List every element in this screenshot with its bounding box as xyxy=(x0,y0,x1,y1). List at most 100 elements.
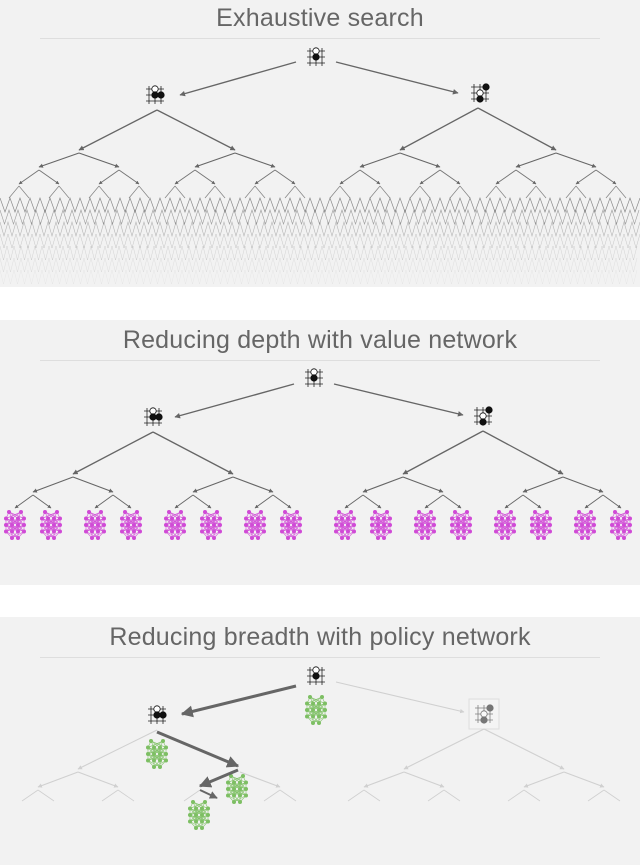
selected-edge xyxy=(180,684,297,718)
selected-edge xyxy=(156,730,240,768)
value-network-icon xyxy=(40,510,62,540)
tree-edge xyxy=(174,185,186,199)
go-board-icon xyxy=(146,85,165,104)
tree-edge xyxy=(38,169,60,185)
tree-edge xyxy=(152,431,234,475)
tree-edge xyxy=(399,107,479,151)
tree-edge xyxy=(18,169,40,185)
pruned-edge xyxy=(523,771,565,788)
policy-network-icon xyxy=(226,774,248,804)
tree-edge xyxy=(32,494,52,509)
tree-edge xyxy=(214,185,226,199)
tree-edge xyxy=(522,494,542,509)
panel-title-value-network: Reducing depth with value network xyxy=(122,326,518,354)
tree-edge xyxy=(602,494,622,509)
tree-edge xyxy=(495,185,507,199)
panel-title-policy-network: Reducing breadth with policy network xyxy=(109,623,531,651)
panel-title-exhaustive-search: Exhaustive search xyxy=(216,4,424,32)
tree-edge xyxy=(359,152,401,168)
search-tree-level-9 xyxy=(0,245,638,261)
tree-edge xyxy=(459,185,471,199)
policy-network-tree xyxy=(21,666,621,830)
go-board-icon xyxy=(471,83,490,103)
value-network-icon xyxy=(200,510,222,540)
exhaustive-search-panel: Exhaustive search xyxy=(0,0,640,287)
tree-edge xyxy=(254,185,266,199)
value-network-icon xyxy=(610,510,632,540)
go-board-icon xyxy=(307,666,325,685)
pruned-edge xyxy=(403,728,485,770)
tree-edge xyxy=(32,476,74,493)
tree-edge xyxy=(439,169,461,185)
search-tree-level-8 xyxy=(0,233,640,249)
pruned-edge xyxy=(183,789,201,802)
pruned-edge xyxy=(335,681,465,714)
tree-edge xyxy=(359,169,381,185)
tree-edge xyxy=(38,152,80,168)
tree-edge xyxy=(362,494,382,509)
pruned-edge xyxy=(523,789,541,802)
tree-edge xyxy=(515,152,557,168)
pruned-edge xyxy=(587,789,605,802)
pruned-edge xyxy=(77,729,158,770)
tree-edge xyxy=(164,185,176,199)
tree-edge xyxy=(515,169,537,185)
tree-edge xyxy=(399,152,441,168)
tree-edge xyxy=(379,185,391,199)
pruned-edge xyxy=(483,728,565,770)
tree-edge xyxy=(14,494,34,509)
tree-edge xyxy=(477,107,557,151)
value-network-icon xyxy=(574,510,596,540)
tree-edge xyxy=(72,431,154,475)
tree-edge xyxy=(402,476,444,493)
pruned-edge xyxy=(101,789,119,802)
search-tree-level-5 xyxy=(0,196,640,214)
tree-edge xyxy=(424,494,444,509)
tree-edge xyxy=(88,185,100,199)
tree-edge xyxy=(504,494,524,509)
search-tree-level-10 xyxy=(0,257,638,273)
tree-edge xyxy=(244,185,256,199)
pruned-edge xyxy=(363,771,405,788)
search-tree-level-11 xyxy=(0,269,638,285)
value-network-icon xyxy=(494,510,516,540)
tree-edge xyxy=(575,169,597,185)
tree-edge xyxy=(174,494,194,509)
tree-edge xyxy=(112,494,132,509)
selected-edge xyxy=(199,789,218,799)
tree-edge xyxy=(98,185,110,199)
tree-edge xyxy=(194,152,236,168)
tree-edge xyxy=(339,169,361,185)
tree-edge xyxy=(272,494,292,509)
value-network-icon xyxy=(4,510,26,540)
tree-edge xyxy=(485,185,497,199)
tree-edge xyxy=(525,185,537,199)
value-network-icon xyxy=(450,510,472,540)
tree-edge xyxy=(615,185,627,199)
go-board-icon xyxy=(305,368,323,387)
tree-edge xyxy=(344,494,364,509)
exhaustive-search-tree xyxy=(0,47,640,285)
title-divider xyxy=(40,360,600,361)
tree-edge xyxy=(339,185,351,199)
value-network-panel: Reducing depth with value network xyxy=(0,320,640,585)
tree-edge xyxy=(254,169,276,185)
tree-edge xyxy=(522,476,564,493)
tree-edge xyxy=(156,109,236,151)
pruned-edge xyxy=(507,789,525,802)
value-network-icon xyxy=(280,510,302,540)
pruned-edge xyxy=(347,789,365,802)
tree-edge xyxy=(369,185,381,199)
tree-edge xyxy=(274,169,296,185)
tree-edge xyxy=(232,476,274,493)
tree-edge xyxy=(254,494,274,509)
tree-edge xyxy=(18,185,30,199)
tree-edge xyxy=(192,476,234,493)
tree-edge xyxy=(584,494,604,509)
tree-edge xyxy=(419,169,441,185)
search-tree-level-7 xyxy=(0,220,640,238)
tree-edge xyxy=(565,185,577,199)
tree-edge xyxy=(128,185,140,199)
tree-edge xyxy=(72,476,114,493)
tree-edge xyxy=(495,169,517,185)
